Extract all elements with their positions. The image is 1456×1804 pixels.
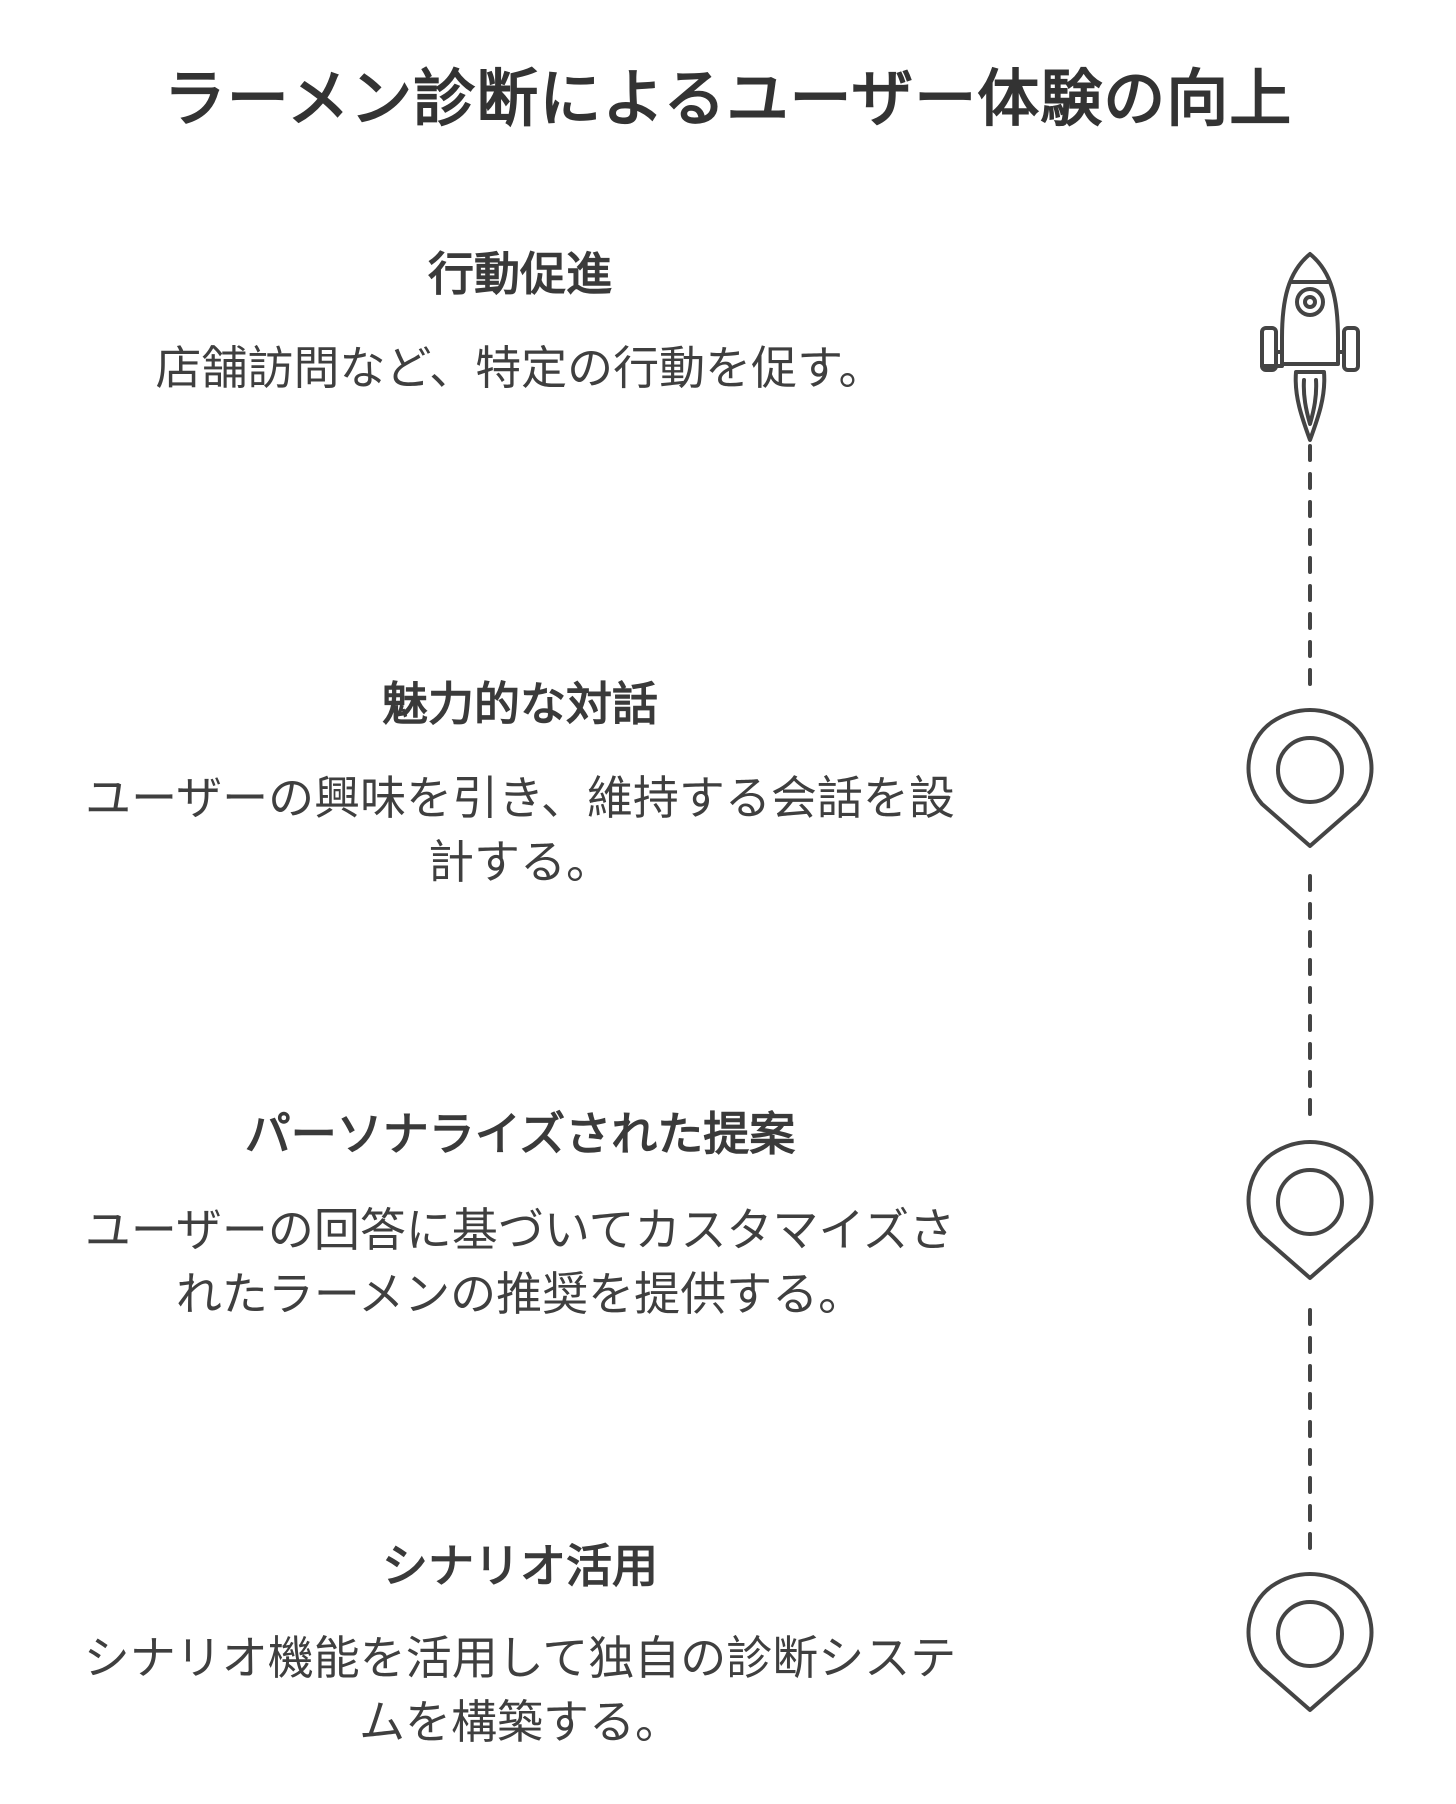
step-1-description: 店舗訪問など、特定の行動を促す。 (155, 341, 885, 395)
step-4-heading: シナリオ活用 (382, 1539, 658, 1593)
map-pin-icon (1246, 708, 1374, 848)
rocket-icon (1260, 252, 1360, 442)
page-title: ラーメン診断によるユーザー体験の向上 (163, 62, 1293, 135)
step-4-description: シナリオ機能を活用して独自の診断システムを構築する。 (83, 1631, 957, 1749)
step-1-heading: 行動促進 (428, 247, 612, 301)
step-3-heading: パーソナライズされた提案 (244, 1107, 796, 1161)
map-pin-icon (1246, 1572, 1374, 1712)
map-pin-icon (1246, 1140, 1374, 1280)
step-3-description: ユーザーの回答に基づいてカスタマイズされたラーメンの推奨を提供する。 (84, 1203, 956, 1321)
step-2-description: ユーザーの興味を引き、維持する会話を設計する。 (85, 771, 955, 889)
step-2-heading: 魅力的な対話 (382, 677, 658, 731)
